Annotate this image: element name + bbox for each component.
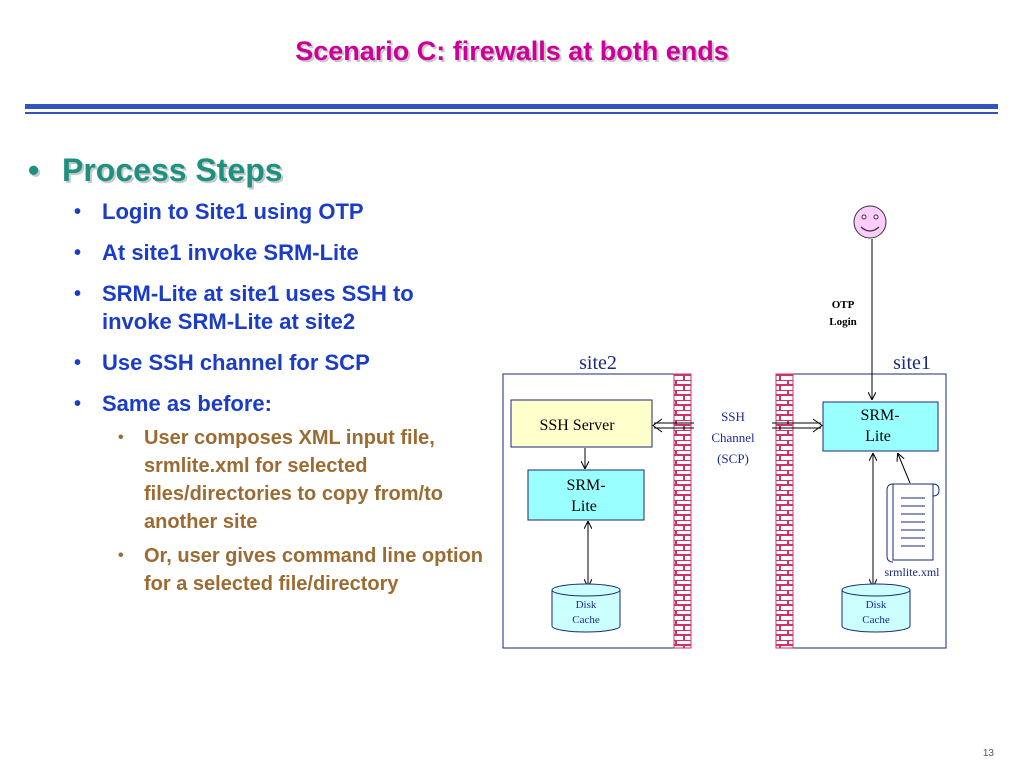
site1-firewall [775, 373, 794, 649]
step-subitem: •User composes XML input file, srmlite.x… [118, 427, 443, 533]
step-item: •SRM-Lite at site1 uses SSH to invoke SR… [74, 281, 414, 334]
scroll-document-icon [886, 483, 940, 563]
ssh-server-label: SSH Server [539, 417, 615, 434]
xml-file-label: srmlite.xml [885, 565, 941, 579]
step-subitem: •Or, user gives command line option for … [118, 545, 483, 595]
disk-cache-site1: Disk Cache [841, 583, 911, 633]
srm-lite-site2-label-2: Lite [571, 498, 597, 515]
page-number: 13 [982, 748, 994, 759]
step-item: •Use SSH channel for SCP [74, 350, 370, 375]
title-rule-thin [25, 112, 998, 114]
srm-lite-site1-label-2: Lite [865, 428, 891, 445]
ssh-server-box [510, 399, 653, 448]
srm-lite-site1-label-1: SRM- [860, 407, 899, 424]
otp-label-2: Login [829, 316, 857, 328]
slide-title: Scenario C: firewalls at both ends [295, 36, 729, 66]
xml-to-srm-arrow [898, 454, 911, 484]
disk-cache-site2: Disk Cache [551, 583, 621, 633]
title-rule-thick [25, 104, 998, 109]
otp-label-1: OTP [832, 299, 855, 311]
srm-lite-site2-box [527, 469, 645, 521]
step-item: •Same as before: [74, 391, 272, 416]
process-steps: •Process Steps •Login to Site1 using OTP… [28, 150, 498, 598]
ssh-channel-arrow-right [812, 418, 823, 433]
ssh-channel-label-3: (SCP) [717, 451, 749, 466]
disk-cache-site1-label-2: Cache [862, 614, 890, 626]
step-item: •At site1 invoke SRM-Lite [74, 240, 359, 265]
smiley-face-icon [853, 205, 887, 239]
disk-cache-site2-label-2: Cache [572, 614, 600, 626]
site2-firewall [673, 373, 692, 649]
disk-cache-site1-label-1: Disk [866, 599, 887, 611]
site2-label: site2 [579, 352, 617, 374]
srm-lite-site1-box [822, 401, 939, 452]
steps-heading: •Process Steps [28, 152, 283, 188]
step-item: •Login to Site1 using OTP [74, 199, 364, 224]
ssh-channel-arrow-left [652, 418, 663, 433]
site1-label: site1 [893, 352, 931, 374]
srm-lite-site2-label-1: SRM- [566, 477, 605, 494]
ssh-channel-label-2: Channel [711, 430, 755, 445]
ssh-channel-label-1: SSH [721, 409, 745, 424]
disk-cache-site2-label-1: Disk [576, 599, 597, 611]
